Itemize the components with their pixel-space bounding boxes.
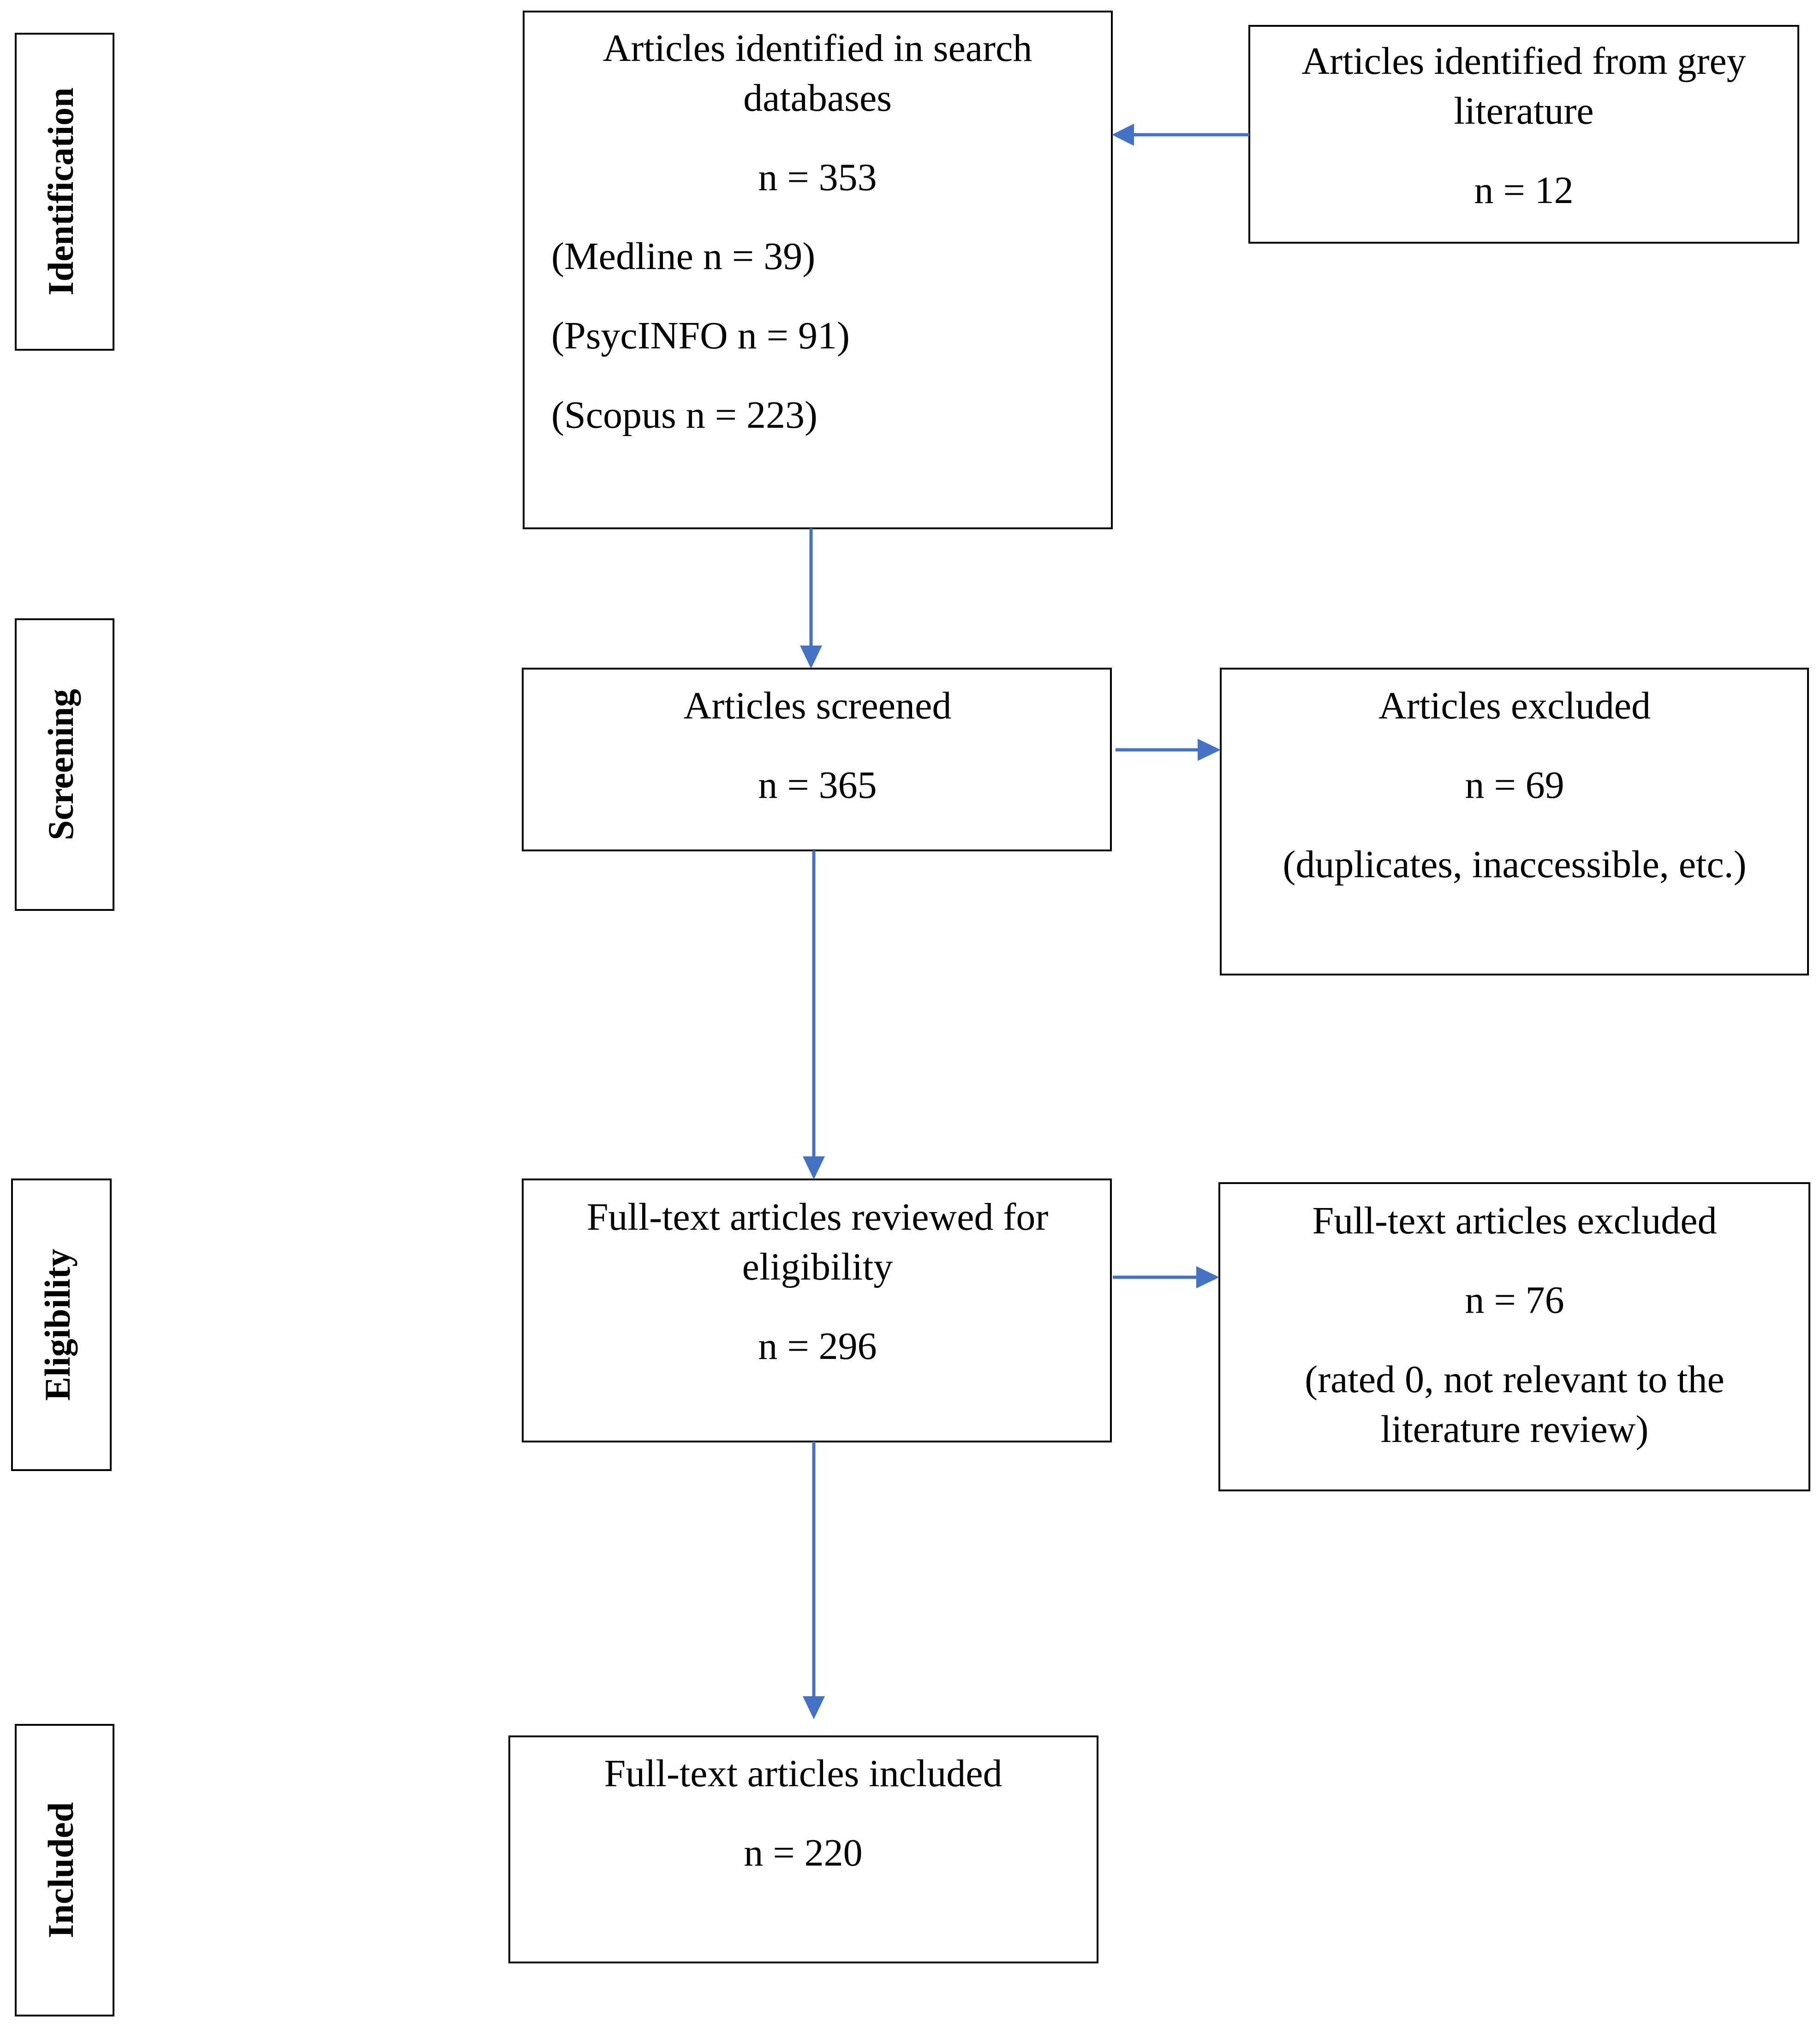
search-databases-title-line1: Articles identified in search — [603, 27, 1032, 70]
grey-literature-count: n = 12 — [1474, 169, 1573, 212]
included-count: n = 220 — [744, 1831, 862, 1874]
stage-eligibility: Eligibility — [11, 1179, 112, 1471]
box-grey-literature: Articles identified from grey literature… — [1248, 25, 1799, 244]
grey-literature-title-line2: literature — [1454, 90, 1593, 132]
box-included: Full-text articles included n = 220 — [508, 1735, 1098, 1963]
fulltext-excluded-title: Full-text articles excluded — [1312, 1199, 1717, 1242]
fulltext-reviewed-count: n = 296 — [758, 1325, 877, 1368]
fulltext-excluded-note-line1: (rated 0, not relevant to the — [1305, 1358, 1725, 1401]
stage-identification: Identification — [15, 33, 114, 351]
arrow-screened-to-fulltext — [803, 850, 825, 1179]
stage-included: Included — [15, 1724, 114, 2016]
stage-included-label: Included — [41, 1802, 81, 1938]
screened-title: Articles screened — [684, 684, 952, 727]
excluded-note: (duplicates, inaccessible, etc.) — [1283, 843, 1746, 886]
included-title: Full-text articles included — [604, 1752, 1002, 1795]
grey-literature-title-line1: Articles identified from grey — [1301, 40, 1746, 83]
fulltext-excluded-count: n = 76 — [1465, 1279, 1564, 1322]
arrow-fulltext-to-excluded — [1113, 1266, 1219, 1288]
fulltext-excluded-note-line2: literature review) — [1381, 1408, 1649, 1451]
search-databases-title-line2: databases — [743, 77, 892, 120]
excluded-title: Articles excluded — [1378, 684, 1651, 727]
screened-count: n = 365 — [758, 764, 877, 807]
stage-eligibility-label: Eligibility — [37, 1249, 78, 1400]
fulltext-reviewed-title-line1: Full-text articles reviewed for — [587, 1196, 1049, 1238]
source-medline: (Medline n = 39) — [551, 235, 815, 278]
fulltext-reviewed-title-line2: eligibility — [742, 1245, 893, 1288]
excluded-count: n = 69 — [1465, 764, 1564, 807]
arrow-grey-to-search — [1112, 124, 1249, 146]
arrow-fulltext-to-included — [803, 1442, 825, 1719]
search-databases-count: n = 353 — [758, 156, 877, 199]
stage-screening-label: Screening — [41, 689, 81, 840]
box-fulltext-reviewed: Full-text articles reviewed for eligibil… — [522, 1179, 1112, 1442]
box-fulltext-excluded: Full-text articles excluded n = 76 (rate… — [1218, 1182, 1810, 1491]
box-screened: Articles screened n = 365 — [522, 668, 1112, 851]
stage-screening: Screening — [15, 618, 114, 911]
arrow-screened-to-excluded — [1116, 739, 1221, 761]
box-search-databases: Articles identified in search databases … — [523, 11, 1113, 529]
arrow-search-to-screened — [800, 528, 822, 669]
stage-identification-label: Identification — [41, 88, 81, 296]
source-scopus: (Scopus n = 223) — [551, 394, 818, 437]
source-psycinfo: (PsycINFO n = 91) — [551, 314, 850, 357]
box-excluded: Articles excluded n = 69 (duplicates, in… — [1220, 668, 1809, 975]
